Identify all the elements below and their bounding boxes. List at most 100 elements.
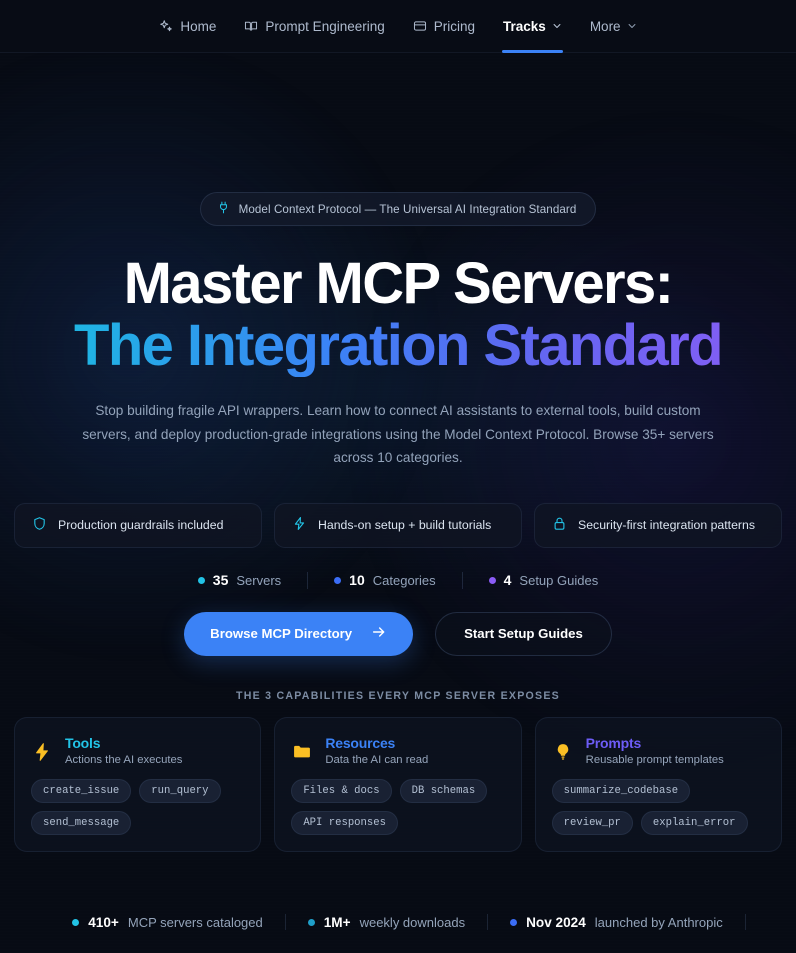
capability-chip-list: Files & docs DB schemas API responses xyxy=(291,778,504,835)
capability-card-header: Resources Data the AI can read xyxy=(291,735,504,766)
stat-servers: 35 Servers xyxy=(172,572,307,588)
capability-chip[interactable]: review_pr xyxy=(551,810,633,835)
stat-setup-guides: 4 Setup Guides xyxy=(463,572,625,588)
stat-dot xyxy=(488,576,496,584)
marquee-label: launched by Anthropic xyxy=(594,914,723,930)
nav-label-tracks: Tracks xyxy=(503,18,546,34)
protocol-badge: Model Context Protocol — The Universal A… xyxy=(199,192,597,226)
capability-chip[interactable]: explain_error xyxy=(640,810,748,835)
bottom-stats-marquee: 410+ MCP servers cataloged 1M+ weekly do… xyxy=(0,909,796,935)
sparkles-icon xyxy=(159,19,173,33)
nav-item-tracks[interactable]: Tracks xyxy=(489,0,576,53)
marquee-item-launched: Nov 2024 launched by Anthropic xyxy=(488,915,745,930)
arrow-right-icon xyxy=(371,624,387,643)
marquee-dot xyxy=(307,918,315,926)
marquee-divider xyxy=(487,914,489,930)
marquee-item-servers-cataloged: 410+ MCP servers cataloged xyxy=(50,915,285,930)
lock-icon xyxy=(552,516,567,534)
capability-card-header: Prompts Reusable prompt templates xyxy=(552,735,765,766)
stat-categories: 10 Categories xyxy=(308,572,461,588)
capability-card-tools[interactable]: Tools Actions the AI executes create_iss… xyxy=(14,716,262,852)
nav-label-home: Home xyxy=(180,18,217,34)
cta-row: Browse MCP Directory Start Setup Guides xyxy=(0,611,796,656)
shield-icon xyxy=(32,516,47,534)
page-title-line-1: Master MCP Servers: xyxy=(123,251,674,316)
nav-item-pricing[interactable]: Pricing xyxy=(399,0,489,53)
feature-pill-guardrails[interactable]: Production guardrails included xyxy=(14,502,262,548)
cta-secondary-label: Start Setup Guides xyxy=(464,626,583,642)
nav-label-prompt-engineering: Prompt Engineering xyxy=(265,18,385,34)
capability-chip[interactable]: DB schemas xyxy=(399,778,488,803)
protocol-badge-text: Model Context Protocol — The Universal A… xyxy=(238,202,577,216)
marquee-value: 410+ xyxy=(88,914,119,930)
marquee-divider xyxy=(284,914,286,930)
feature-pill-label: Hands-on setup + build tutorials xyxy=(318,518,492,533)
capability-card-subtitle: Actions the AI executes xyxy=(65,753,183,766)
marquee-item-weekly-downloads: 1M+ weekly downloads xyxy=(286,915,487,930)
capability-chip[interactable]: summarize_codebase xyxy=(551,778,691,803)
lightning-bolt-icon xyxy=(31,735,53,762)
capability-card-prompts[interactable]: Prompts Reusable prompt templates summar… xyxy=(534,716,782,852)
stat-dot xyxy=(197,576,205,584)
feature-pill-row: Production guardrails included Hands-on … xyxy=(0,502,796,548)
lightbulb-icon xyxy=(552,735,574,762)
stat-value: 35 xyxy=(212,572,229,589)
stat-label: Servers xyxy=(236,572,282,588)
capabilities-heading: THE 3 CAPABILITIES EVERY MCP SERVER EXPO… xyxy=(236,689,560,702)
nav-item-prompt-engineering[interactable]: Prompt Engineering xyxy=(230,0,398,53)
stat-value: 10 xyxy=(349,572,365,589)
chevron-down-icon xyxy=(627,21,637,31)
credit-card-icon xyxy=(413,19,427,33)
feature-pill-security[interactable]: Security-first integration patterns xyxy=(534,502,782,548)
stat-label: Setup Guides xyxy=(519,572,599,588)
nav-item-more[interactable]: More xyxy=(576,0,651,53)
capability-card-title: Prompts xyxy=(585,734,642,751)
marquee-dot xyxy=(510,918,518,926)
capability-chip[interactable]: send_message xyxy=(31,810,132,835)
hero-section: Model Context Protocol — The Universal A… xyxy=(0,53,796,852)
nav-label-pricing: Pricing xyxy=(433,18,476,34)
stat-dot xyxy=(334,576,342,584)
capability-chip-list: create_issue run_query send_message xyxy=(31,778,244,835)
capability-chip[interactable]: create_issue xyxy=(31,778,132,803)
capability-card-title: Resources xyxy=(325,734,396,751)
marquee-dot xyxy=(72,918,80,926)
marquee-label: MCP servers cataloged xyxy=(127,914,263,930)
capability-card-title: Tools xyxy=(65,734,101,751)
capability-card-row: Tools Actions the AI executes create_iss… xyxy=(0,716,796,852)
zap-icon xyxy=(292,516,307,534)
start-setup-guides-button[interactable]: Start Setup Guides xyxy=(435,611,612,656)
marquee-label: weekly downloads xyxy=(359,914,466,930)
capability-card-resources[interactable]: Resources Data the AI can read Files & d… xyxy=(274,716,522,852)
capability-chip[interactable]: Files & docs xyxy=(291,778,392,803)
feature-pill-label: Production guardrails included xyxy=(58,518,224,533)
stat-divider xyxy=(461,571,463,589)
marquee-divider xyxy=(744,914,746,930)
capability-card-header: Tools Actions the AI executes xyxy=(31,735,244,766)
hero-stats-row: 35 Servers 10 Categories 4 Setup Guides xyxy=(0,571,796,589)
feature-pill-tutorials[interactable]: Hands-on setup + build tutorials xyxy=(274,502,522,548)
stat-divider xyxy=(307,571,309,589)
chevron-down-icon xyxy=(552,21,562,31)
browse-mcp-directory-button[interactable]: Browse MCP Directory xyxy=(184,611,414,656)
feature-pill-label: Security-first integration patterns xyxy=(578,518,756,533)
nav-item-home[interactable]: Home xyxy=(145,0,230,53)
page-title: Master MCP Servers: The Integration Stan… xyxy=(0,253,796,377)
folder-icon xyxy=(291,735,313,762)
cta-primary-label: Browse MCP Directory xyxy=(210,626,353,642)
capability-chip[interactable]: API responses xyxy=(291,810,398,835)
page-title-line-2: The Integration Standard xyxy=(0,315,796,377)
capability-chip[interactable]: run_query xyxy=(139,778,221,803)
capability-chip-list: summarize_codebase review_pr explain_err… xyxy=(551,778,765,835)
nav-label-more: More xyxy=(589,18,621,34)
capability-card-subtitle: Reusable prompt templates xyxy=(585,753,724,766)
marquee-value: Nov 2024 xyxy=(526,914,586,930)
stat-label: Categories xyxy=(372,572,436,588)
top-navigation: Home Prompt Engineering Pricing Tracks M… xyxy=(0,0,796,53)
stat-value: 4 xyxy=(503,572,512,589)
marquee-value: 1M+ xyxy=(323,914,351,930)
plug-icon xyxy=(217,201,230,217)
capability-card-subtitle: Data the AI can read xyxy=(325,753,429,766)
hero-subtitle: Stop building fragile API wrappers. Lear… xyxy=(82,403,714,466)
book-icon xyxy=(244,19,258,33)
